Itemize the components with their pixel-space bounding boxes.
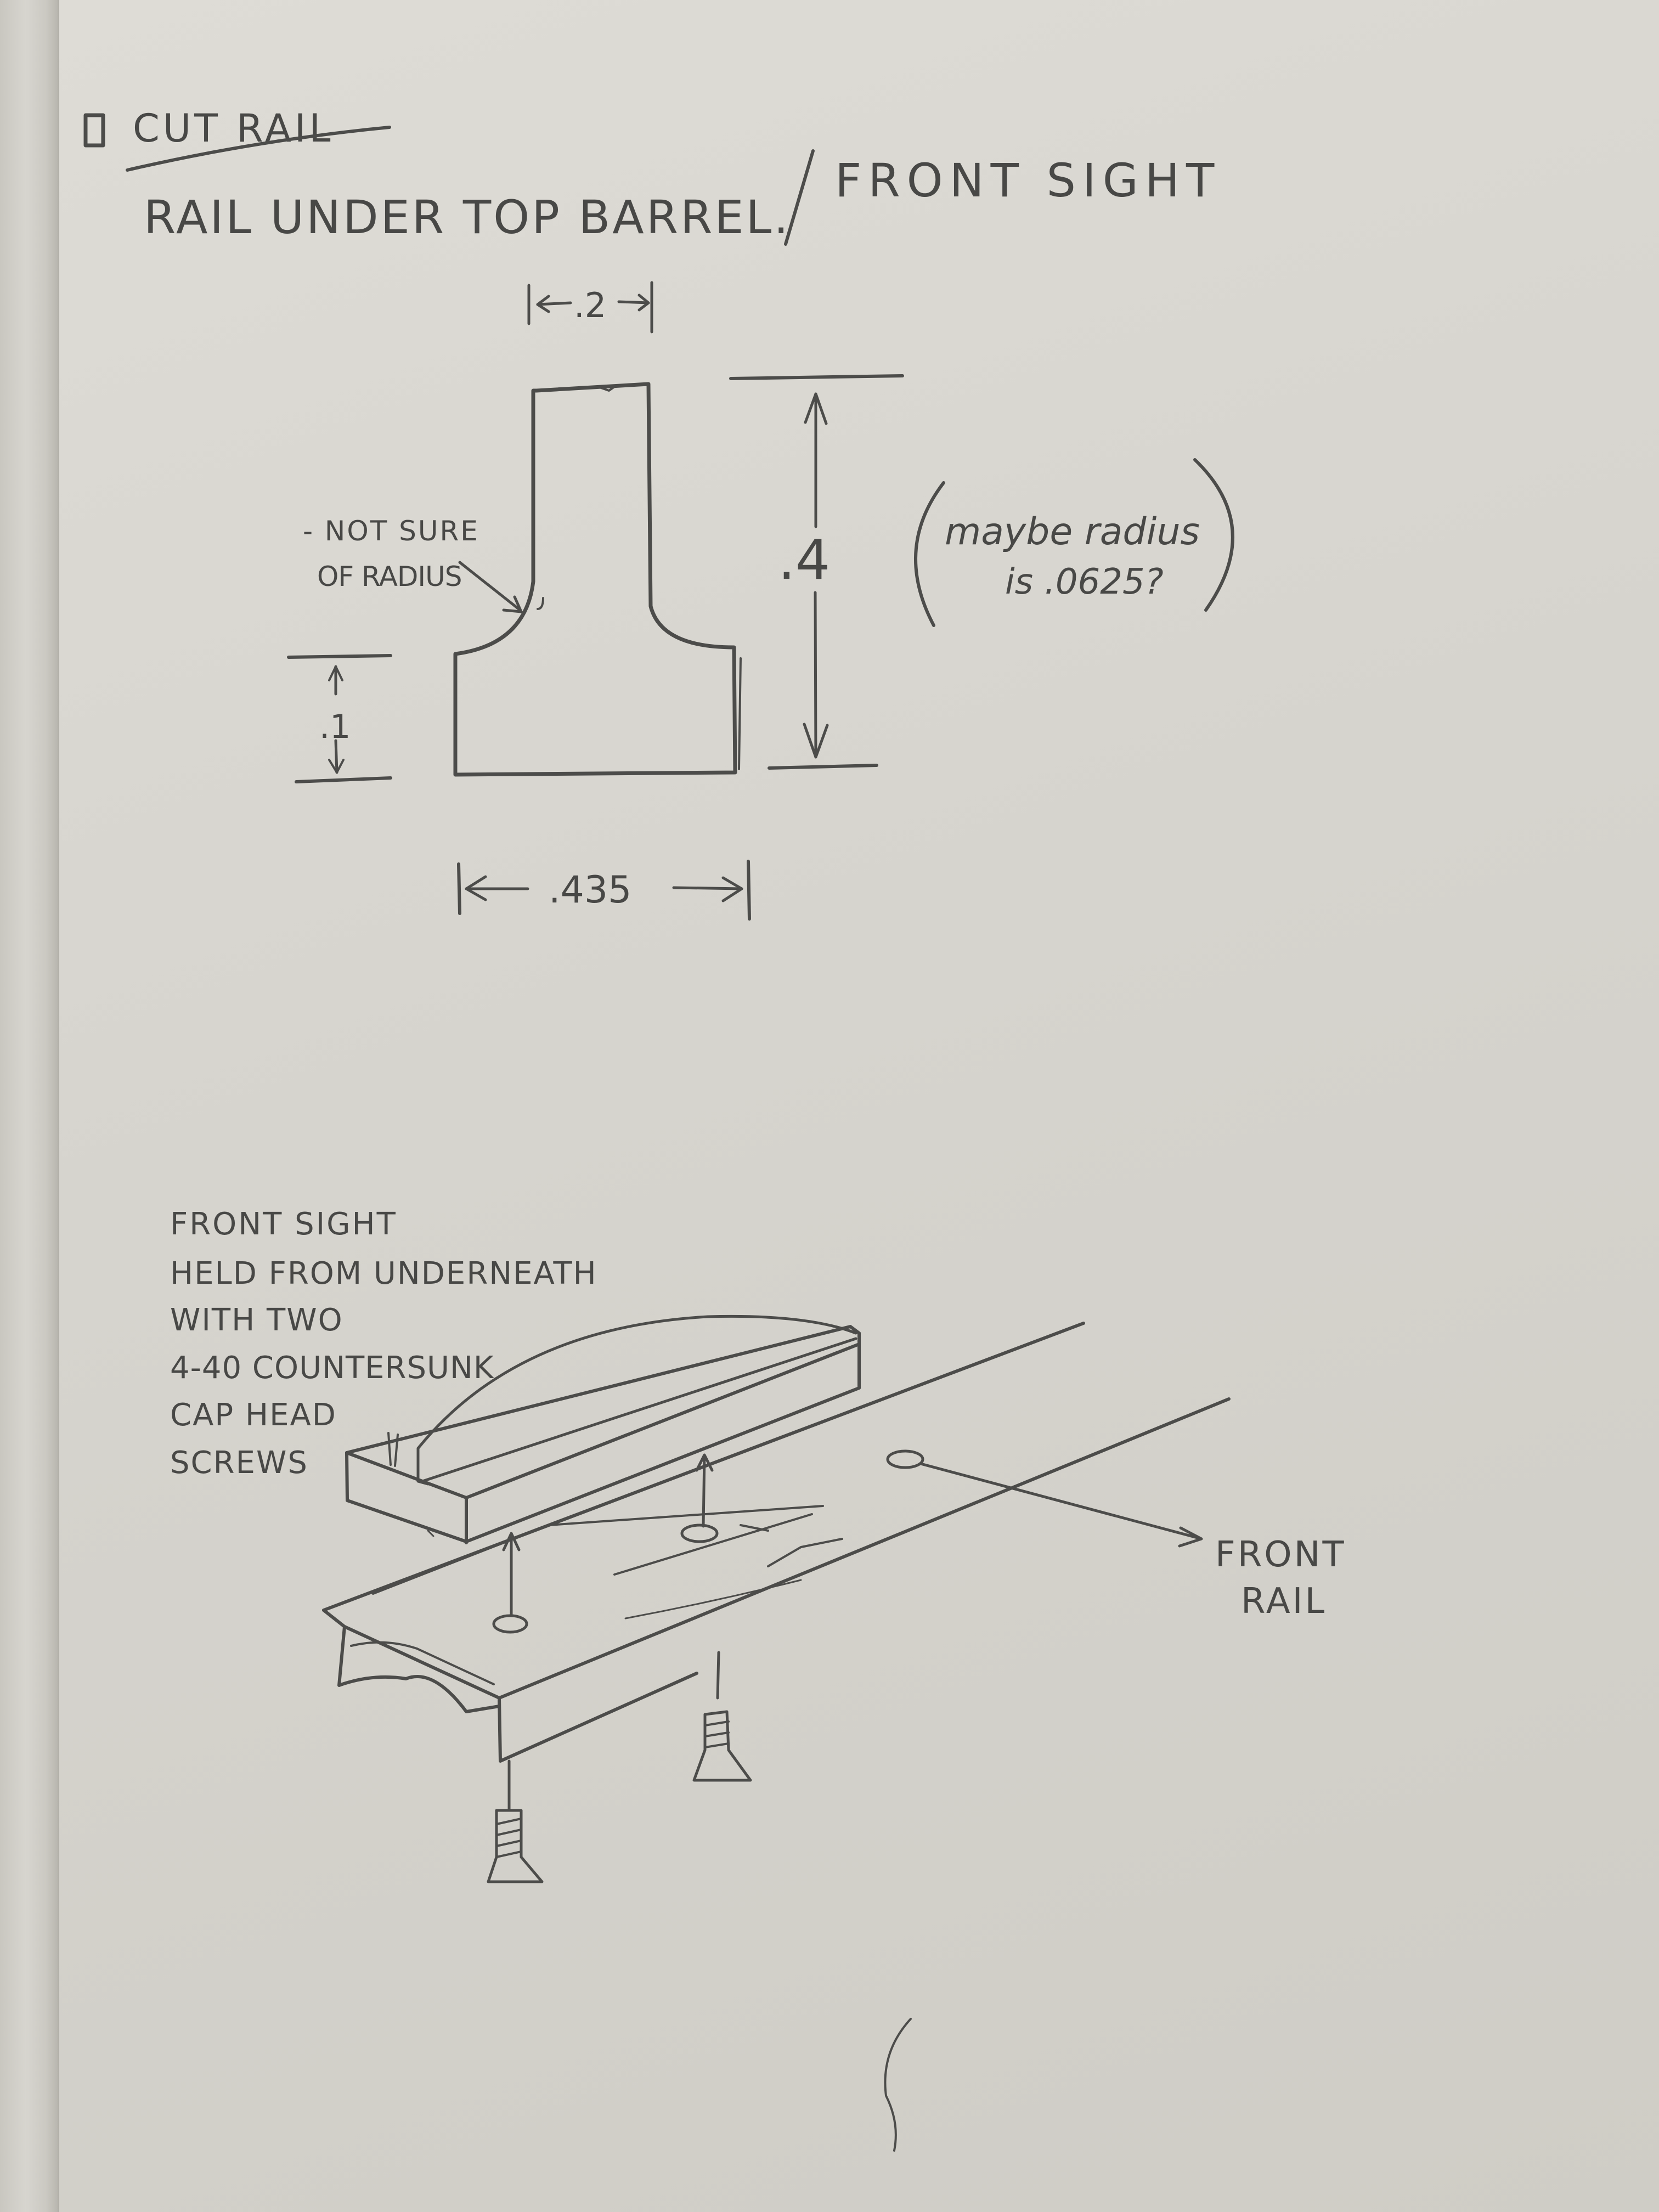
screw-icon-left: [487, 1759, 544, 1883]
svg-text:HELD FROM UNDERNEATH: HELD FROM UNDERNEATH: [170, 1256, 597, 1291]
svg-text:OF RADIUS: OF RADIUS: [317, 561, 462, 592]
notebook-binding: [0, 0, 59, 2212]
svg-text:FRONT: FRONT: [1215, 1534, 1346, 1575]
maybe-radius-note: maybe radius is .0625?: [914, 458, 1234, 627]
svg-text:.4: .4: [778, 528, 830, 592]
dim-base-height: .1: [287, 654, 392, 783]
rail-profile-outline: [453, 382, 742, 777]
svg-text:4-40 COUNTERSUNK: 4-40 COUNTERSUNK: [170, 1350, 494, 1386]
rail-label: FRONT RAIL: [1215, 1534, 1346, 1622]
svg-text:WITH TWO: WITH TWO: [170, 1302, 343, 1338]
title-separator: [784, 149, 815, 246]
assembly-arrows: [502, 1453, 714, 1617]
radius-note: - NOT SURE OF RADIUS: [303, 515, 523, 613]
rail-leader-line: [919, 1462, 1203, 1548]
svg-text:RAIL: RAIL: [1241, 1581, 1327, 1622]
svg-text:.1: .1: [319, 708, 351, 746]
svg-text:is .0625?: is .0625?: [1005, 562, 1164, 602]
svg-text:.435: .435: [549, 868, 631, 912]
heading-underline: [126, 126, 391, 172]
assembly-note: FRONT SIGHT HELD FROM UNDERNEATH WITH TW…: [170, 1206, 597, 1481]
front-rail-part: [322, 1322, 1231, 1763]
screw-holes: [492, 1449, 924, 1634]
svg-text:- NOT SURE: - NOT SURE: [303, 515, 479, 547]
page-title-left: RAIL UNDER TOP BARREL.: [144, 190, 791, 244]
svg-text:maybe radius: maybe radius: [945, 510, 1200, 554]
dim-base-width: .435: [457, 860, 751, 921]
page-title-right: FRONT SIGHT: [835, 154, 1221, 207]
svg-text:SCREWS: SCREWS: [170, 1445, 308, 1481]
dim-height: .4: [729, 374, 904, 770]
svg-text:.2: .2: [574, 285, 606, 325]
stray-pencil-mark: [884, 2018, 912, 2152]
checkbox-icon: [83, 113, 105, 148]
screw-icon-right: [692, 1651, 752, 1782]
svg-text:CAP HEAD: CAP HEAD: [170, 1397, 337, 1433]
dim-top-width: .2: [527, 281, 653, 334]
checkbox-label: CUT RAIL: [133, 106, 334, 151]
front-sight-part: [345, 1314, 861, 1544]
svg-text:FRONT SIGHT: FRONT SIGHT: [170, 1206, 397, 1242]
